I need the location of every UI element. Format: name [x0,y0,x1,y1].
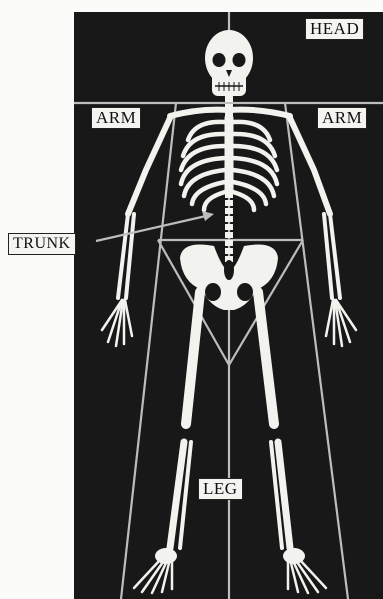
leg-label: LEG [198,478,243,500]
right-arm-label: ARM [317,107,367,129]
head-label: HEAD [305,18,364,40]
left-arm-label: ARM [91,107,141,129]
skull [205,30,253,96]
trunk-label: TRUNK [8,233,76,255]
